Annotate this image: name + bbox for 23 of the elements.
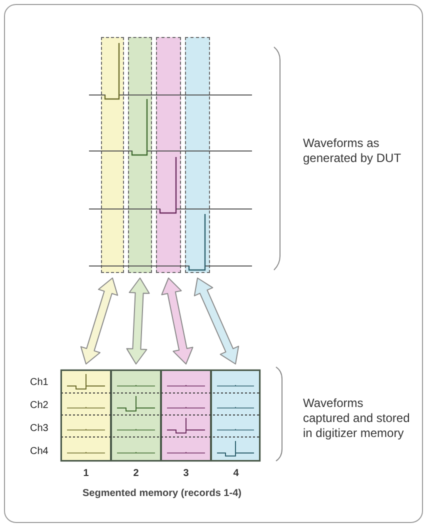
record-column	[101, 37, 124, 273]
record-column	[156, 37, 181, 273]
memory-segment	[211, 370, 260, 461]
memory-segment	[111, 370, 161, 461]
record-column	[128, 37, 152, 273]
channel-label: Ch2	[30, 399, 50, 413]
channel-label: Ch3	[30, 422, 50, 436]
record-column	[185, 37, 210, 273]
double-arrow	[194, 278, 240, 364]
double-arrow	[126, 278, 150, 364]
annotation-text: Waveforms as generated by DUT	[303, 136, 402, 166]
record-number: 2	[132, 467, 140, 481]
record-number: 3	[182, 467, 190, 481]
channel-label: Ch4	[30, 445, 50, 459]
memory-segment	[161, 370, 211, 461]
memory-segment	[61, 370, 111, 461]
channel-label: Ch1	[30, 376, 50, 390]
annotation-text: Waveforms captured and stored in digitizer memory	[303, 396, 410, 441]
record-number: 4	[232, 467, 240, 481]
record-number: 1	[82, 467, 90, 481]
double-arrow	[80, 278, 118, 364]
double-arrow	[161, 278, 194, 364]
axis-caption: Segmented memory (records 1-4)	[82, 487, 242, 501]
